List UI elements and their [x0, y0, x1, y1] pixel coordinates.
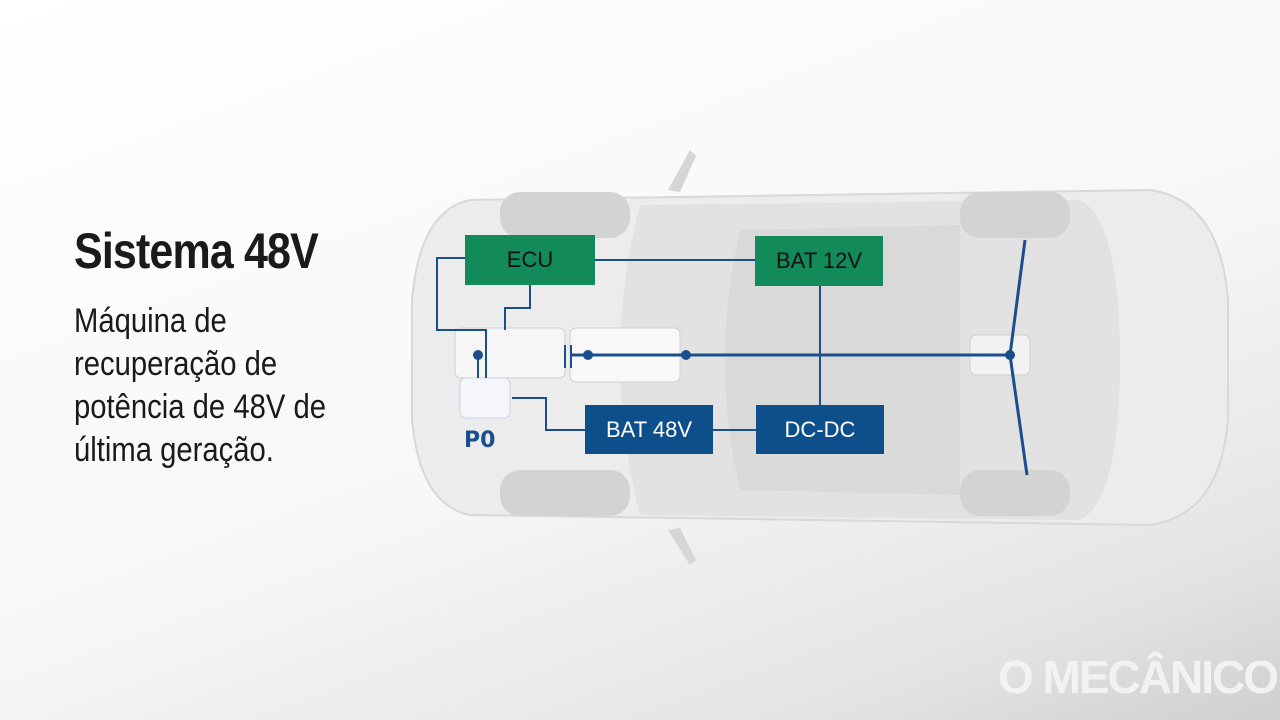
p0-label: P0 — [464, 428, 496, 453]
slide-description: Máquina de recuperação de potência de 48… — [74, 302, 327, 469]
dc-dc-box: DC-DC — [756, 405, 884, 454]
watermark-logo: O MECÂNICO — [998, 651, 1279, 703]
bat-12v-box: BAT 12V — [755, 236, 883, 286]
slide-title: Sistema 48V — [74, 223, 319, 279]
bat-48v-box: BAT 48V — [585, 405, 713, 454]
junction-dots — [473, 350, 1015, 360]
ecu-box: ECU — [465, 235, 595, 285]
